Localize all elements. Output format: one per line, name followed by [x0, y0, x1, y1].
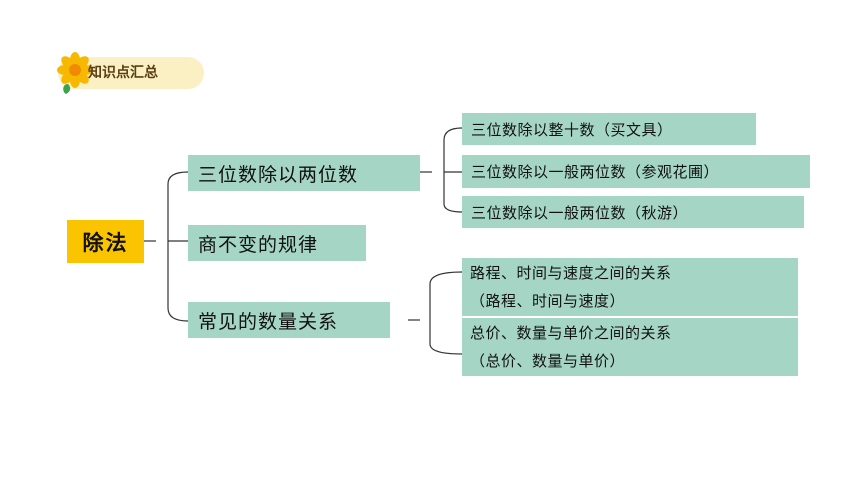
leaf-node: 三位数除以整十数（买文具） — [462, 113, 756, 145]
leaf-line: 总价、数量与单价之间的关系 — [470, 324, 672, 342]
leaf-line: （路程、时间与速度） — [470, 292, 626, 310]
branch-node-three-digit-division: 三位数除以两位数 — [188, 155, 420, 191]
branch-node-quantity-relations: 常见的数量关系 — [188, 302, 390, 338]
leaf-line: （总价、数量与单价） — [470, 352, 626, 370]
sunflower-icon — [57, 52, 93, 94]
leaf-node: 路程、时间与速度之间的关系 （路程、时间与速度） — [462, 258, 798, 316]
section-title: 知识点汇总 — [88, 65, 158, 81]
leaf-node: 总价、数量与单价之间的关系 （总价、数量与单价） — [462, 318, 798, 376]
leaf-node: 三位数除以一般两位数（秋游） — [462, 196, 804, 228]
leaf-node: 三位数除以一般两位数（参观花圃） — [462, 155, 810, 188]
leaf-line: 路程、时间与速度之间的关系 — [470, 264, 672, 282]
root-node: 除法 — [67, 220, 144, 263]
branch-node-quotient-rule: 商不变的规律 — [188, 225, 366, 261]
